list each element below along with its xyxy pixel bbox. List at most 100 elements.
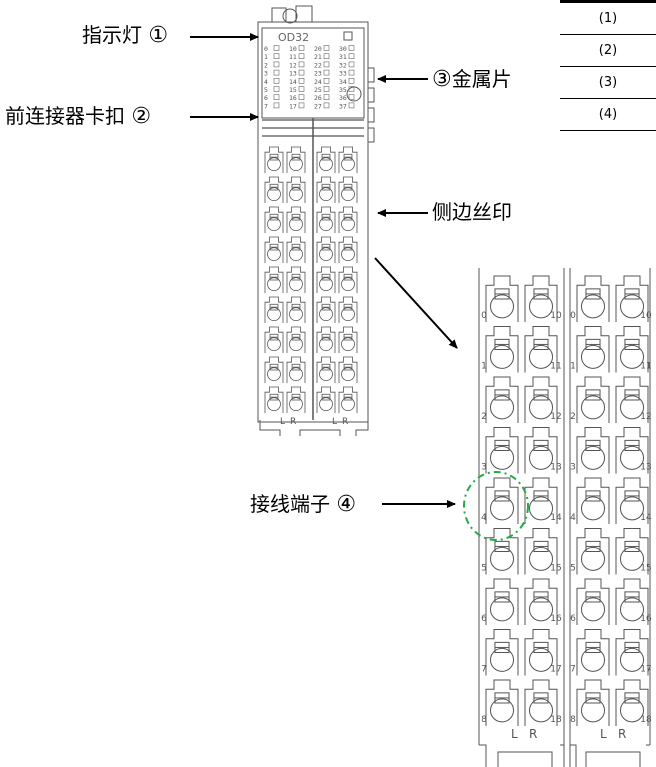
- led-channel-label: 32: [339, 61, 347, 69]
- led-channel-label: 14: [289, 78, 297, 86]
- led-indicator: [348, 94, 355, 100]
- table-header-bar: [560, 0, 656, 3]
- terminal-label: 接线端子 ④: [250, 492, 356, 517]
- terminal-slot: [316, 326, 336, 353]
- terminal-channel-label: 1: [570, 362, 576, 372]
- terminal-channel-label: 7: [481, 665, 487, 675]
- terminal-channel-label: 2: [570, 412, 576, 422]
- table-row: (4): [560, 98, 656, 131]
- terminal-channel-label: 8: [481, 715, 487, 725]
- terminal-slot: [615, 477, 649, 524]
- terminal-slot: [286, 176, 306, 203]
- terminal-text: 接线端子: [250, 492, 330, 516]
- terminal-slot: [286, 326, 306, 353]
- terminal-slot: [485, 578, 519, 625]
- led-indicator: [323, 78, 330, 84]
- terminal-channel-label: 7: [570, 665, 576, 675]
- led-indicator: [323, 94, 330, 100]
- terminal-slot: [338, 206, 358, 233]
- led-channel-label: 3: [264, 70, 268, 78]
- led-channel-label: 2: [264, 61, 268, 69]
- terminal-channel-label: 1: [481, 362, 487, 372]
- terminal-slot: [286, 236, 306, 263]
- terminal-channel-label: 17: [550, 665, 561, 675]
- connector-latch-text: 前连接器卡扣: [5, 104, 125, 128]
- led-indicator: [273, 78, 280, 84]
- terminal-slot: [485, 679, 519, 726]
- reference-table: (1) (2) (3) (4): [560, 0, 656, 131]
- metal-tab-text: 金属片: [451, 67, 512, 91]
- terminal-slot: [576, 679, 610, 726]
- module-bottom-mark-r: R: [290, 417, 296, 427]
- indicator-label: 指示灯 ①: [82, 23, 168, 48]
- led-indicator: [298, 78, 305, 84]
- detail-bottom-mark-l: L: [511, 727, 518, 741]
- led-channel-label: 17: [289, 102, 297, 110]
- terminal-channel-label: 8: [570, 715, 576, 725]
- terminal-slot: [576, 376, 610, 423]
- terminal-channel-label: 16: [550, 614, 562, 624]
- metal-tab-number: ③: [432, 67, 452, 92]
- led-channel-label: 34: [339, 78, 347, 86]
- io-module: [257, 5, 375, 423]
- terminal-slot: [264, 356, 284, 383]
- led-channel-label: 23: [314, 70, 322, 78]
- terminal-slot: [338, 236, 358, 263]
- terminal-slot: [286, 296, 306, 323]
- terminal-slot: [576, 427, 610, 474]
- terminal-channel-label: 13: [640, 463, 651, 473]
- terminal-slot: [576, 326, 610, 373]
- terminal-slot: [316, 296, 336, 323]
- small-terminal-grid: [264, 146, 358, 413]
- terminal-slot: [286, 266, 306, 293]
- terminal-slot: [524, 376, 558, 423]
- terminal-channel-label: 12: [640, 412, 651, 422]
- terminal-slot: [338, 356, 358, 383]
- terminal-slot: [615, 326, 649, 373]
- table-row: (2): [560, 34, 656, 67]
- led-indicator: [348, 102, 355, 109]
- terminal-slot: [264, 146, 284, 173]
- terminal-slot: [286, 206, 306, 233]
- terminal-slot: [264, 176, 284, 203]
- terminal-channel-label: 5: [481, 564, 487, 574]
- terminal-channel-label: 17: [640, 665, 651, 675]
- led-indicator: [298, 69, 305, 76]
- terminal-slot: [316, 356, 336, 383]
- terminal-slot: [485, 629, 519, 676]
- led-channel-label: 31: [339, 53, 347, 61]
- terminal-channel-label: 2: [481, 412, 487, 422]
- led-grid: 0123456710111213141516172021222324252627…: [264, 45, 355, 110]
- terminal-slot: [338, 386, 358, 413]
- led-indicator: [348, 86, 355, 92]
- terminal-channel-label: 5: [570, 564, 576, 574]
- side-print-text: 侧边丝印: [432, 200, 512, 224]
- led-indicator: [348, 53, 355, 60]
- led-channel-label: 12: [289, 61, 297, 69]
- led-indicator: [348, 69, 355, 76]
- led-channel-label: 27: [314, 102, 322, 110]
- terminal-slot: [615, 528, 649, 575]
- led-indicator: [348, 78, 355, 84]
- terminal-slot: [615, 376, 649, 423]
- side-print-label: 侧边丝印: [432, 200, 512, 224]
- led-channel-label: 4: [264, 78, 268, 86]
- terminal-slot: [615, 679, 649, 726]
- terminal-channel-label: 16: [640, 614, 652, 624]
- terminal-channel-label: 10: [640, 311, 652, 321]
- detail-bottom-mark-l2: L: [600, 727, 607, 741]
- terminal-channel-label: 13: [550, 463, 561, 473]
- terminal-channel-label: 4: [481, 513, 487, 523]
- terminal-channel-label: 18: [550, 715, 562, 725]
- led-channel-label: 22: [314, 61, 322, 69]
- led-channel-label: 24: [314, 78, 322, 86]
- terminal-number: ④: [336, 492, 357, 517]
- terminal-slot: [264, 206, 284, 233]
- led-indicator: [323, 61, 330, 68]
- terminal-channel-label: 6: [570, 614, 576, 624]
- led-indicator: [298, 53, 305, 60]
- led-indicator: [323, 45, 330, 51]
- terminal-slot: [576, 578, 610, 625]
- led-channel-label: 16: [289, 94, 297, 102]
- terminal-slot: [316, 266, 336, 293]
